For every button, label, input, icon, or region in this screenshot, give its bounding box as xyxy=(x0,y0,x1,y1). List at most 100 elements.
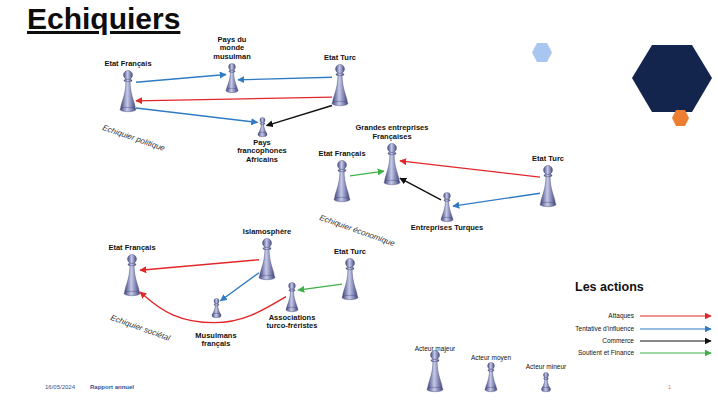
board-grid xyxy=(335,161,485,211)
legend-text: Commerce xyxy=(602,338,634,345)
board-face-shade xyxy=(100,57,355,160)
pawn-head xyxy=(124,71,133,80)
pawn-icon xyxy=(332,64,348,106)
actor-label: Etat Français xyxy=(104,60,151,68)
influence-arrow xyxy=(267,105,333,125)
board-shape xyxy=(318,155,603,260)
board-grid xyxy=(374,186,509,234)
pawn-head xyxy=(213,299,218,304)
actor-label: Etat Turc xyxy=(334,248,366,256)
actor-pawn: Grandes entreprises Françaises xyxy=(384,143,400,185)
board-side xyxy=(100,115,230,167)
pawn-head xyxy=(259,118,264,123)
influence-arrow xyxy=(350,171,384,176)
board-grid xyxy=(178,79,308,124)
pawn-head xyxy=(229,64,236,71)
pawn-body xyxy=(385,153,400,182)
influence-arrow xyxy=(238,77,332,80)
legend-pawn xyxy=(542,373,551,392)
chessboard: Echiquier sociétalEtat FrançaisIslamosph… xyxy=(110,255,365,355)
board-slab xyxy=(110,305,365,355)
board-grid xyxy=(436,197,586,247)
board-grid xyxy=(116,63,241,121)
actor-label: Etat Turc xyxy=(324,54,356,62)
actor-label: Islamosphère xyxy=(243,228,291,236)
board-grid xyxy=(412,174,547,222)
board-shape xyxy=(100,57,355,167)
influence-arrow xyxy=(400,178,441,200)
board-grid xyxy=(386,179,536,229)
pawn-icon xyxy=(540,165,556,207)
pawn-icon xyxy=(342,258,358,300)
pawn-base xyxy=(441,217,453,221)
pawn-body xyxy=(226,71,237,90)
board-grid xyxy=(191,272,316,317)
pawn-head xyxy=(346,259,355,268)
influence-arrow xyxy=(140,260,259,271)
legend-pawn xyxy=(485,363,497,392)
actor-pawn: Etat Français xyxy=(120,70,136,112)
board-grid xyxy=(141,266,271,311)
influence-arrow xyxy=(136,97,332,101)
pawn-base xyxy=(332,101,348,105)
influence-arrow xyxy=(140,292,286,323)
pawn-head xyxy=(544,166,553,175)
board-grid xyxy=(402,185,552,235)
board-grid xyxy=(369,173,519,223)
pawn-base xyxy=(342,295,358,299)
board-grid xyxy=(224,261,349,306)
board-grid xyxy=(337,199,472,247)
board-face-shade xyxy=(318,155,603,253)
board-grid xyxy=(204,289,334,334)
pawn-icon xyxy=(286,282,298,312)
influence-arrow xyxy=(453,193,540,206)
board-grid xyxy=(352,167,502,217)
legend-text: Soutient et Finance xyxy=(578,350,634,357)
pawn-body xyxy=(441,200,452,219)
actor-label: Etat Français xyxy=(108,244,155,252)
board-face xyxy=(110,255,365,345)
influence-arrow xyxy=(136,75,226,83)
pawn-body xyxy=(485,370,496,389)
footer-text: 1 xyxy=(668,384,671,390)
board-side xyxy=(318,205,453,260)
pawn-body xyxy=(541,175,556,204)
board-grid xyxy=(157,272,287,317)
pawn-base xyxy=(334,197,350,201)
legend-text: Acteur majeur xyxy=(415,346,455,353)
actor-label: Etat Turc xyxy=(532,155,564,163)
actor-pawn: Etat Turc xyxy=(342,258,358,300)
pawn-head xyxy=(336,65,345,74)
legend-arrow xyxy=(640,340,711,341)
actor-label: Associations turco-fréristes xyxy=(261,314,323,331)
actor-pawn: Etat Turc xyxy=(332,64,348,106)
pawn-base xyxy=(384,180,400,184)
pawn-icon xyxy=(384,143,400,185)
pawn-icon xyxy=(212,298,221,318)
pawn-base xyxy=(212,313,221,317)
board-grid xyxy=(149,74,274,132)
actor-pawn: Pays du monde musulman xyxy=(226,63,238,93)
board-grid xyxy=(214,96,339,154)
board-grid xyxy=(147,93,277,138)
actor-label: Etat Français xyxy=(318,150,365,158)
pawn-body xyxy=(428,360,443,389)
legend-arrow xyxy=(640,328,711,329)
actor-label: Entreprises Turques xyxy=(411,224,483,232)
chessboard: Echiquier économiqueEtat FrançaisGrandes… xyxy=(318,155,603,260)
influence-arrow xyxy=(136,108,258,123)
pawn-head xyxy=(431,351,440,360)
legend-heading: Les actions xyxy=(575,281,644,294)
board-grid xyxy=(449,161,584,209)
actor-pawn: Musulmans français xyxy=(212,298,221,318)
board-grid xyxy=(159,283,284,328)
legend-text: Acteur moyen xyxy=(471,355,511,362)
pawn-icon xyxy=(334,160,350,202)
page-title: Echiquiers xyxy=(27,4,180,34)
actor-pawn: Etat Turc xyxy=(540,165,556,207)
pawn-icon xyxy=(226,63,238,93)
actor-label: Musulmans français xyxy=(192,332,240,349)
pawn-base xyxy=(427,387,443,391)
board-grid xyxy=(219,294,349,339)
actor-label: Grandes entreprises Françaises xyxy=(350,124,434,141)
